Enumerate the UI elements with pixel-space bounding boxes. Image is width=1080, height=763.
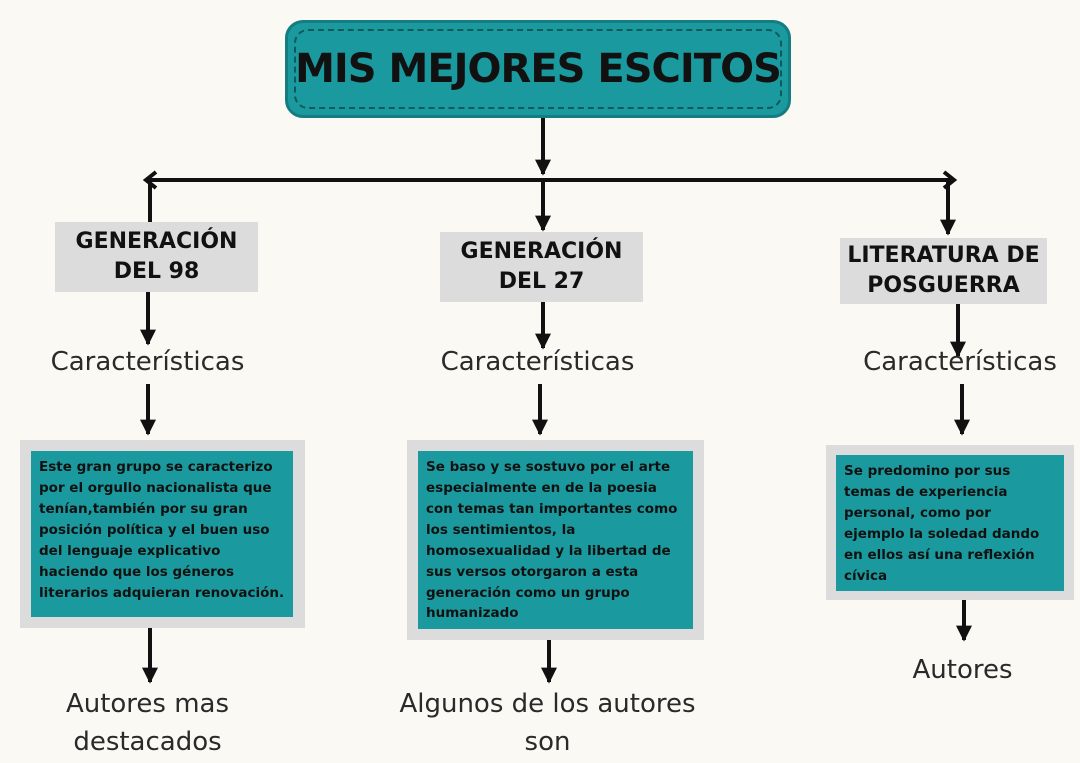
left-chevron (142, 170, 158, 190)
title-dashed-border (294, 29, 782, 109)
authors-line1: Algunos de los autores (399, 689, 696, 719)
description-2: Se baso y se sostuvo por el arte especia… (418, 451, 693, 629)
heading-line2: DEL 27 (498, 269, 585, 294)
authors-line1: Autores (912, 655, 1013, 685)
heading-line1: GENERACIÓN (75, 229, 238, 255)
characteristics-label-1: Características (50, 347, 245, 377)
heading-line1: LITERATURA DE (847, 243, 1040, 269)
page-title: MIS MEJORES ESCITOS (295, 46, 782, 92)
authors-label-3: Autores (880, 652, 1045, 690)
characteristics-label-3: Características (863, 347, 1057, 377)
description-3: Se predomino por sus temas de experienci… (836, 455, 1064, 591)
description-frame-2: Se baso y se sostuvo por el arte especia… (407, 440, 704, 640)
title-box: MIS MEJORES ESCITOS (285, 20, 791, 118)
authors-line2: son (524, 726, 571, 757)
heading-line2: POSGUERRA (867, 273, 1020, 298)
description-1: Este gran grupo se caracterizo por el or… (31, 451, 293, 617)
authors-label-1: Autores mas destacados (35, 686, 260, 761)
heading-generacion-27: GENERACIÓN DEL 27 (440, 232, 643, 302)
heading-literatura-posguerra: LITERATURA DE POSGUERRA (840, 238, 1047, 304)
heading-line2: DEL 98 (113, 259, 200, 284)
authors-line2: destacados (73, 726, 222, 757)
characteristics-label-2: Características (440, 347, 635, 377)
description-frame-1: Este gran grupo se caracterizo por el or… (20, 440, 305, 628)
authors-line1: Autores mas (65, 689, 230, 719)
heading-generacion-98: GENERACIÓN DEL 98 (55, 222, 258, 292)
authors-label-2: Algunos de los autores son (385, 686, 710, 761)
description-frame-3: Se predomino por sus temas de experienci… (826, 445, 1074, 600)
heading-line1: GENERACIÓN (460, 239, 623, 265)
